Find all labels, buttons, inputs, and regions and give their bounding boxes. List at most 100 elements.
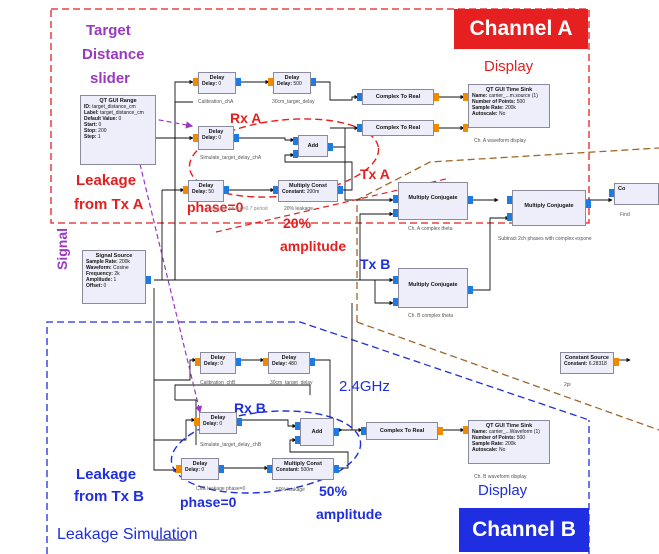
port-out[interactable] [146, 276, 151, 284]
delay-block-30cm-b[interactable]: Delay Delay: 480 [268, 352, 310, 374]
connection-wires [153, 79, 631, 541]
port-in[interactable] [195, 358, 200, 366]
port-in[interactable] [463, 426, 468, 434]
channel-a-region [50, 8, 590, 224]
multiply-conjugate-block-subtract[interactable]: Multiply Conjugate [512, 190, 586, 226]
port-in[interactable] [393, 276, 398, 284]
block-caption: Simulate_target_delay_chA [200, 155, 262, 161]
port-out[interactable] [434, 124, 439, 132]
delay-block-30cm-a[interactable]: Delay Delay: 500 [273, 72, 311, 94]
port-in[interactable] [183, 186, 188, 194]
block-title: Delay [209, 75, 225, 81]
port-in[interactable] [295, 422, 300, 430]
multiply-conjugate-block-a[interactable]: Multiply Conjugate [398, 182, 468, 220]
port-in[interactable] [463, 124, 468, 132]
port-in[interactable] [357, 93, 362, 101]
port-in[interactable] [194, 418, 199, 426]
channel-a-label: Channel A [454, 9, 588, 49]
phase-b-label: phase=0 [180, 494, 237, 510]
delay-block-calibration-a[interactable]: Delay Delay: 0 [198, 72, 236, 94]
qt-time-sink-block-b[interactable]: QT GUI Time Sink Name: carrier_...Wavefo… [468, 420, 550, 464]
leakage-b-label-1: Leakage [76, 466, 137, 483]
port-out[interactable] [219, 465, 224, 473]
slider-label-3: slider [90, 70, 131, 87]
port-in[interactable] [393, 209, 398, 217]
multiply-conjugate-block-b[interactable]: Multiply Conjugate [398, 268, 468, 308]
port-out[interactable] [434, 93, 439, 101]
port-in[interactable] [507, 213, 512, 221]
port-in[interactable] [293, 137, 298, 145]
complex-to-real-block-a2[interactable]: Complex To Real [362, 120, 434, 136]
port-out[interactable] [236, 78, 241, 86]
port-in[interactable] [393, 195, 398, 203]
qt-time-sink-block-a[interactable]: QT GUI Time Sink Name: carrier_...m.sour… [468, 84, 550, 128]
tx-b-label: Tx B [360, 256, 391, 272]
constant-source-block[interactable]: Constant Source Constant: 6.28318 [560, 352, 614, 374]
port-in[interactable] [273, 186, 278, 194]
delay-block-simulate-a[interactable]: Delay Delay: 0 [198, 126, 234, 150]
port-out[interactable] [310, 358, 315, 366]
port-out[interactable] [338, 186, 343, 194]
block-caption: Ch. A waveform display [474, 138, 526, 144]
block-caption: Ch. B waveform display [474, 474, 527, 480]
port-in[interactable] [361, 427, 366, 435]
block-caption: Ch. A complex theta [408, 226, 453, 232]
complex-to-real-block-b[interactable]: Complex To Real [366, 422, 438, 440]
port-in[interactable] [507, 196, 512, 204]
signal-label: Signal [54, 227, 70, 270]
port-out[interactable] [468, 196, 473, 204]
port-in[interactable] [293, 150, 298, 158]
port-out[interactable] [311, 78, 316, 86]
display-a-label: Display [484, 58, 534, 75]
port-out[interactable] [334, 428, 339, 436]
delay-block-simulate-b[interactable]: Delay Delay: 0 [199, 412, 237, 434]
frequency-label: 2.4GHz [339, 378, 390, 395]
block-caption: Ch. B complex theta [408, 313, 454, 319]
port-out[interactable] [468, 286, 473, 294]
port-in[interactable] [176, 465, 181, 473]
port-out[interactable] [614, 358, 619, 366]
amp-a-label-1: 20% [283, 215, 312, 231]
delay-block-calibration-b[interactable]: Delay Delay: 0 [200, 352, 236, 374]
slider-label-1: Target [86, 22, 131, 39]
port-out[interactable] [334, 465, 339, 473]
port-in[interactable] [463, 93, 468, 101]
block-caption: Simulate_target_delay_chB [200, 442, 262, 448]
port-in[interactable] [357, 124, 362, 132]
rx-b-label: Rx B [234, 400, 266, 416]
add-block-b[interactable]: Add [300, 418, 334, 446]
port-in[interactable] [295, 436, 300, 444]
port-out[interactable] [438, 427, 443, 435]
conversion-block-edge[interactable]: Co [614, 183, 659, 205]
multiply-const-block-a[interactable]: Multiply Const Constant: 200m [278, 180, 338, 202]
port-out[interactable] [328, 143, 333, 151]
port-in[interactable] [268, 78, 273, 86]
port-out[interactable] [237, 418, 242, 426]
port-out[interactable] [586, 200, 591, 208]
port-out[interactable] [236, 358, 241, 366]
port-in[interactable] [609, 189, 614, 197]
add-block-a[interactable]: Add [298, 135, 328, 157]
qt-gui-range-block[interactable]: QT GUI Range ID: target_distance_cm Labe… [80, 95, 156, 165]
port-in[interactable] [267, 465, 272, 473]
signal-source-block[interactable]: Signal Source Sample Rate: 200k Waveform… [82, 250, 146, 304]
port-in[interactable] [193, 78, 198, 86]
slider-arrow-b [139, 163, 203, 414]
complex-to-real-block-a1[interactable]: Complex To Real [362, 89, 434, 105]
port-in[interactable] [263, 358, 268, 366]
port-out[interactable] [224, 186, 229, 194]
delay-block-leakage-a[interactable]: Delay Delay: 50 [188, 180, 224, 202]
block-caption: Find [620, 212, 630, 218]
block-caption: leakage phase=0.7 period [210, 206, 268, 212]
multiply-const-block-b[interactable]: Multiply Const Constant: 500m [272, 458, 334, 480]
channel-b-label: Channel B [459, 508, 589, 552]
rx-b-ellipse [170, 410, 362, 494]
tx-a-label: Tx A [360, 166, 390, 182]
port-in[interactable] [193, 134, 198, 142]
rx-a-ellipse [188, 118, 380, 198]
display-b-label: Display [478, 482, 528, 499]
delay-block-leakage-b[interactable]: Delay Delay: 0 [181, 458, 219, 480]
port-out[interactable] [234, 134, 239, 142]
port-in[interactable] [393, 298, 398, 306]
